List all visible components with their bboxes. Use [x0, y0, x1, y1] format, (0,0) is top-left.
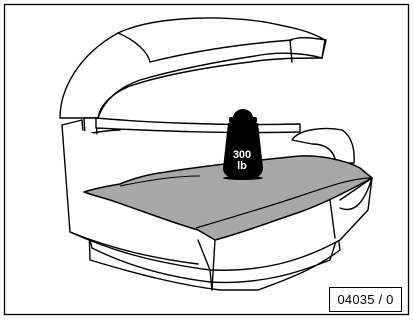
figure-reference-code: 04035 / 0	[329, 287, 402, 312]
weight-unit-label: lb	[220, 161, 264, 172]
canopy	[60, 18, 325, 118]
